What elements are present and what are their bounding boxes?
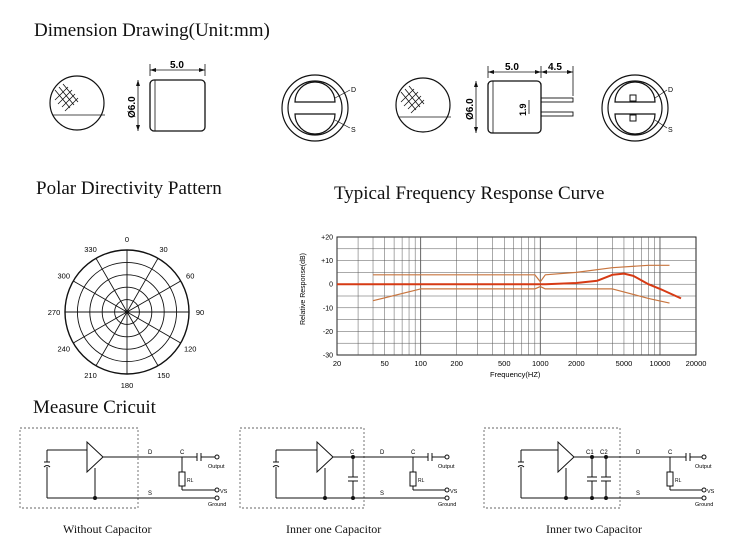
series-line-0: [337, 272, 682, 300]
series-line-1: [373, 264, 670, 283]
width-label-2: 5.0: [505, 62, 519, 73]
circuit-inner-two-capacitor: C1 C2 D C S RL Output VS Ground: [483, 427, 715, 509]
y-tick-label: -30: [323, 353, 333, 360]
x-tick-label: 50: [380, 359, 388, 368]
circuit3-c1: C1: [586, 450, 594, 456]
circuit2-rl: RL: [418, 478, 425, 484]
circuit3-rl: RL: [675, 478, 682, 484]
x-tick-label: 100: [414, 359, 427, 368]
circuit2-c-inner: C: [350, 450, 355, 456]
circuit1-c: C: [180, 450, 185, 456]
caption-without-capacitor: Without Capacitor: [63, 522, 152, 536]
circuit3-vs: VS: [707, 489, 715, 495]
y-tick-label: -20: [323, 329, 333, 336]
diameter-label-2: Ø6.0: [465, 98, 476, 120]
circuit1-ground: Ground: [208, 502, 226, 508]
x-tick-label: 20000: [686, 359, 707, 368]
x-axis-label: Frequency(HZ): [490, 370, 541, 379]
caption-inner-two-capacitor: Inner two Capacitor: [546, 522, 642, 536]
circuit2-c: C: [411, 450, 416, 456]
x-tick-label: 20: [333, 359, 341, 368]
x-tick-label: 200: [450, 359, 463, 368]
polar-spoke: [126, 258, 159, 313]
circuit3-c: C: [668, 450, 673, 456]
dimension-drawings: 5.0 Ø6.0 D S: [49, 60, 673, 142]
circuit-inner-one-capacitor: C D C S RL Output VS Ground: [239, 427, 458, 509]
width-label: 5.0: [170, 60, 184, 71]
pin-length-label: 4.5: [548, 62, 562, 73]
polar-angle-label: 30: [159, 245, 167, 254]
circuit3-ground: Ground: [695, 502, 713, 508]
measure-heading: Measure Cricuit: [33, 397, 156, 418]
y-tick-label: -10: [323, 305, 333, 312]
polar-angle-label: 150: [157, 371, 170, 380]
y-tick-label: +20: [321, 235, 333, 242]
frequency-heading: Typical Frequency Response Curve: [334, 183, 605, 204]
circuit1-vs: VS: [220, 489, 228, 495]
pin-d-label-2: D: [668, 87, 673, 94]
polar-heading: Polar Directivity Pattern: [36, 178, 222, 199]
circuit2-s: S: [380, 491, 384, 497]
polar-spoke: [73, 311, 128, 344]
dimension-heading: Dimension Drawing(Unit:mm): [34, 20, 270, 41]
polar-spoke: [126, 311, 159, 366]
pin-s-label-2: S: [668, 127, 673, 134]
y-tick-label: +10: [321, 258, 333, 265]
polar-angle-label: 0: [125, 235, 129, 244]
circuit1-s: S: [148, 491, 152, 497]
y-tick-label: 0: [329, 282, 333, 289]
circuit1-output: Output: [208, 464, 225, 470]
polar-angle-label: 60: [186, 272, 194, 281]
circuit3-d: D: [636, 450, 641, 456]
circuit2-d: D: [380, 450, 385, 456]
front-view-grille: [49, 75, 105, 131]
polar-angle-label: 300: [58, 272, 71, 281]
pin-s-label: S: [351, 127, 356, 134]
polar-angle-label: 180: [121, 381, 134, 390]
circuit-without-capacitor: D C S RL Output VS Ground: [19, 427, 228, 509]
polar-angle-label: 210: [84, 371, 97, 380]
polar-angle-label: 90: [196, 308, 204, 317]
measure-circuits: D C S RL Output VS Ground: [19, 427, 715, 509]
circuit3-s: S: [636, 491, 640, 497]
polar-angle-label: 240: [58, 345, 71, 354]
polar-spoke: [95, 258, 128, 313]
frequency-chart: Relative Response(dB) Frequency(HZ) +20 +…: [300, 235, 707, 380]
caption-inner-one-capacitor: Inner one Capacitor: [286, 522, 382, 536]
polar-angle-label: 330: [84, 245, 97, 254]
series-line-2: [372, 286, 670, 304]
polar-spoke: [126, 280, 181, 313]
circuit2-output: Output: [438, 464, 455, 470]
back-view-pins: [601, 74, 669, 142]
back-view-pads: [281, 74, 351, 142]
circuit3-c2: C2: [600, 450, 608, 456]
front-view-grille-pins: [395, 77, 451, 133]
polar-pattern: 0 30 60 90 120 150 180 210 240 270 300 330: [48, 235, 204, 390]
x-tick-label: 500: [498, 359, 511, 368]
y-axis-label: Relative Response(dB): [300, 253, 307, 325]
polar-angle-label: 270: [48, 308, 61, 317]
polar-spoke: [73, 280, 128, 313]
circuit2-vs: VS: [450, 489, 458, 495]
polar-angle-label: 120: [184, 345, 197, 354]
pin-d-label: D: [351, 87, 356, 94]
x-tick-label: 10000: [650, 359, 671, 368]
polar-spoke: [95, 311, 128, 366]
circuit1-rl: RL: [187, 478, 194, 484]
x-tick-label: 5000: [616, 359, 633, 368]
pin-spacing-label: 1.9: [518, 103, 528, 116]
side-view: [136, 64, 206, 132]
side-view-with-pins: [474, 66, 574, 134]
circuit1-d: D: [148, 450, 153, 456]
x-tick-label: 2000: [568, 359, 585, 368]
polar-spoke: [126, 311, 181, 344]
circuit3-output: Output: [695, 464, 712, 470]
diameter-label: Ø6.0: [127, 96, 138, 118]
x-tick-label: 1000: [532, 359, 549, 368]
circuit2-ground: Ground: [438, 502, 456, 508]
